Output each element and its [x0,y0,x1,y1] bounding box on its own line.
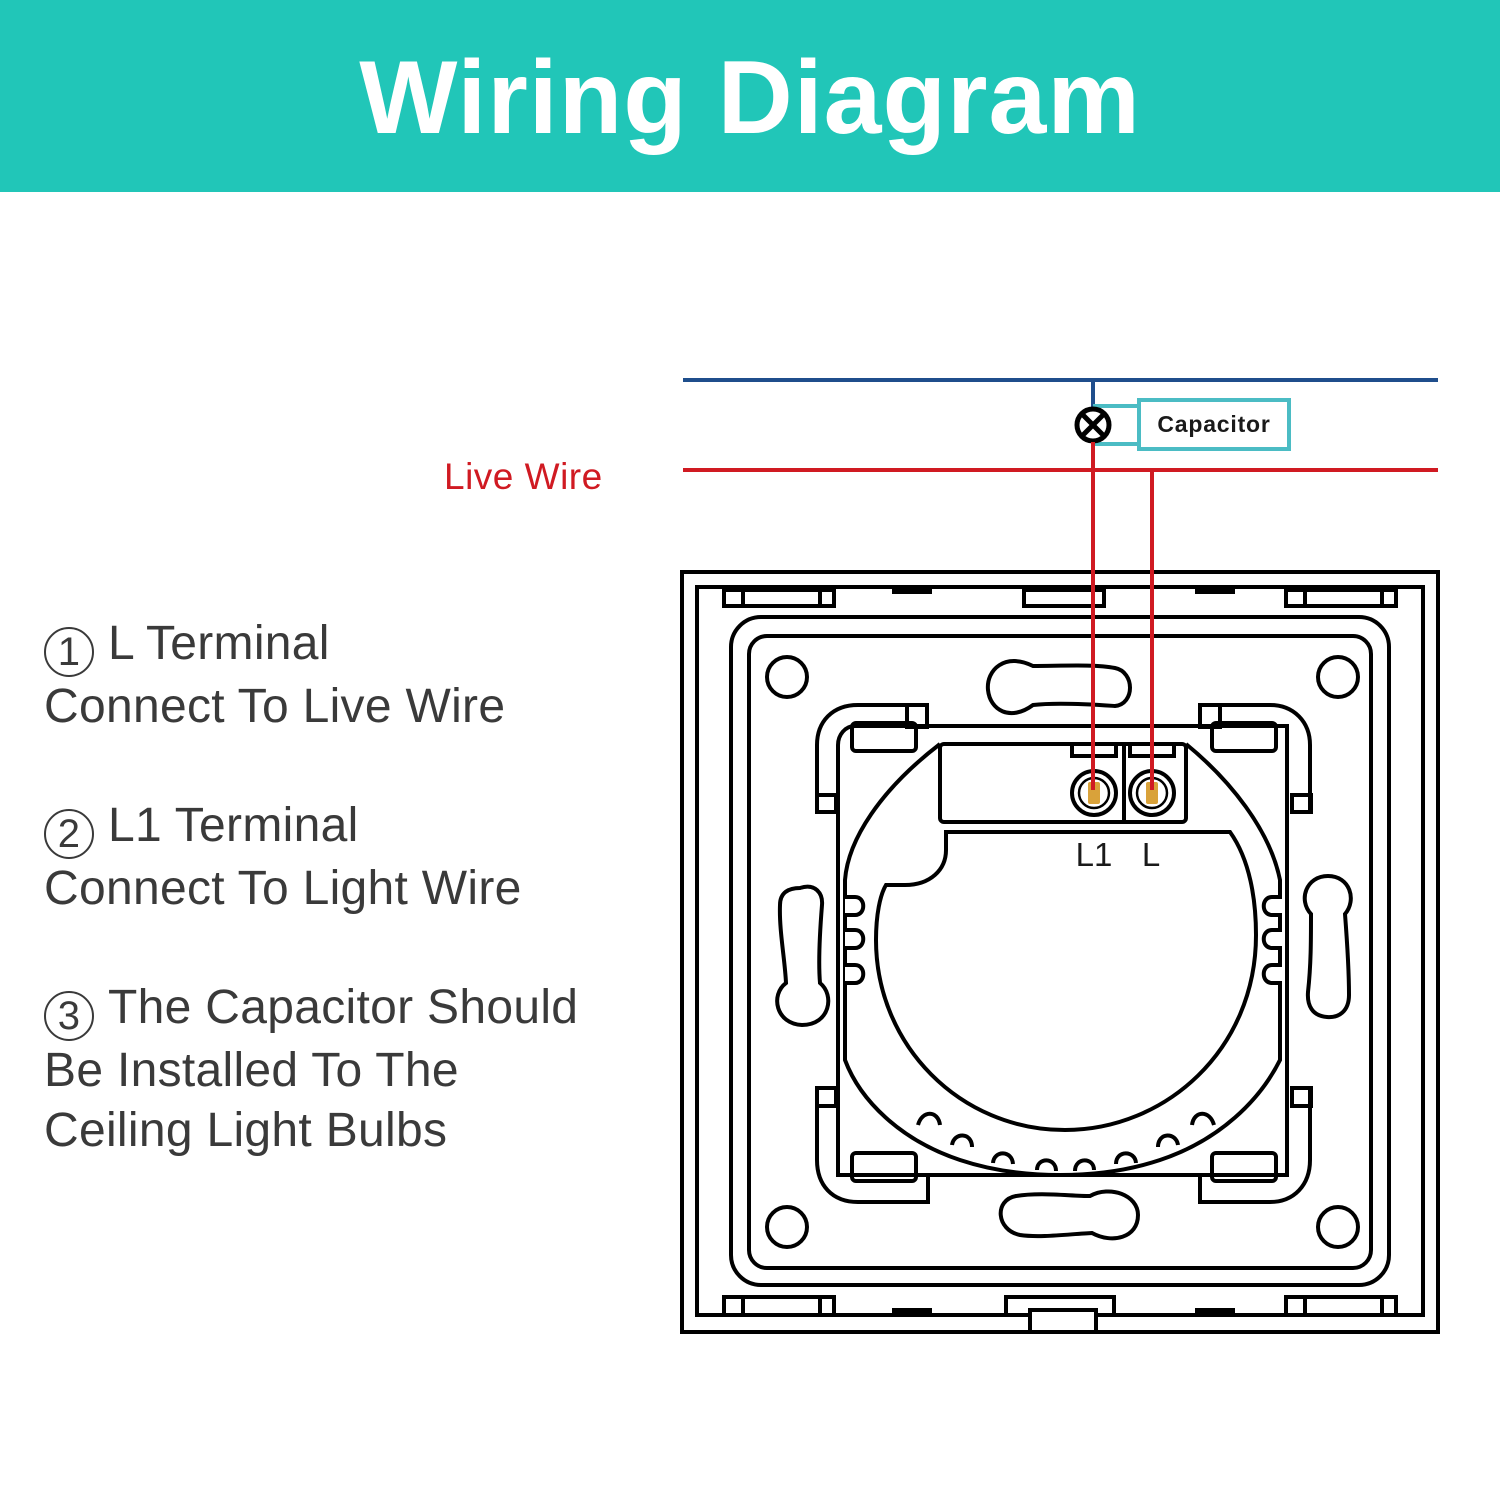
keyhole-slot-left [775,884,831,1028]
step-number-badge: 1 [44,627,94,677]
keyhole-slot-bottom [998,1189,1141,1241]
terminal-l-label: L [1142,836,1160,873]
mounting-frame-inner [747,634,1373,1270]
terminal-l-screw-icon [1128,769,1176,817]
instruction-heading: L1 Terminal [108,799,359,852]
mounting-frame-outer [729,615,1391,1287]
inner-circle [873,830,1259,1133]
instruction-heading: L Terminal [108,617,330,670]
page-title: Wiring Diagram [359,40,1141,156]
instruction-text: Ceiling Light Bulbs [44,1104,448,1157]
keyhole-slot-right [1302,873,1353,1020]
bottom-arc-notches [916,1111,1216,1172]
module-body [836,724,1289,1177]
step-number-badge: 2 [44,809,94,859]
instruction-text: Connect To Light Wire [44,862,522,915]
capacitor: Capacitor [1093,398,1291,451]
instruction-text: Connect To Live Wire [44,680,506,733]
instruction-item-2: 2 L1 Terminal Connect To Light Wire [44,796,578,919]
screw-hole-icon [765,655,809,699]
screw-hole-icon [1316,655,1360,699]
capacitor-label: Capacitor [1157,411,1270,437]
step-number-badge: 3 [44,991,94,1041]
header-banner: Wiring Diagram [0,0,1500,192]
capacitor-box [1137,398,1291,451]
terminal-l1-label: L1 [1076,836,1113,873]
circular-mechanism [843,742,1282,1177]
instruction-text: Be Installed To The [44,1044,459,1097]
instruction-item-3: 3 The Capacitor Should Be Installed To Th… [44,978,578,1161]
keyhole-slot-top [985,659,1132,716]
lamp-icon [1074,406,1112,444]
switch-back-plate [680,570,1440,1334]
terminal-l1-screw-icon [1070,769,1118,817]
side-notches-left [845,895,866,985]
screw-hole-icon [1316,1205,1360,1249]
switch-module [815,703,1313,1204]
screw-holes [765,655,1360,1249]
terminal-block [938,742,1188,824]
instruction-item-1: 1 L Terminal Connect To Live Wire [44,614,578,737]
screw-hole-icon [765,1205,809,1249]
side-notches-right [1261,895,1282,985]
instructions-list: 1 L Terminal Connect To Live Wire 2 L1 Ter… [44,614,578,1220]
live-wire-label: Live Wire [444,456,603,497]
instruction-heading: The Capacitor Should [108,981,579,1034]
